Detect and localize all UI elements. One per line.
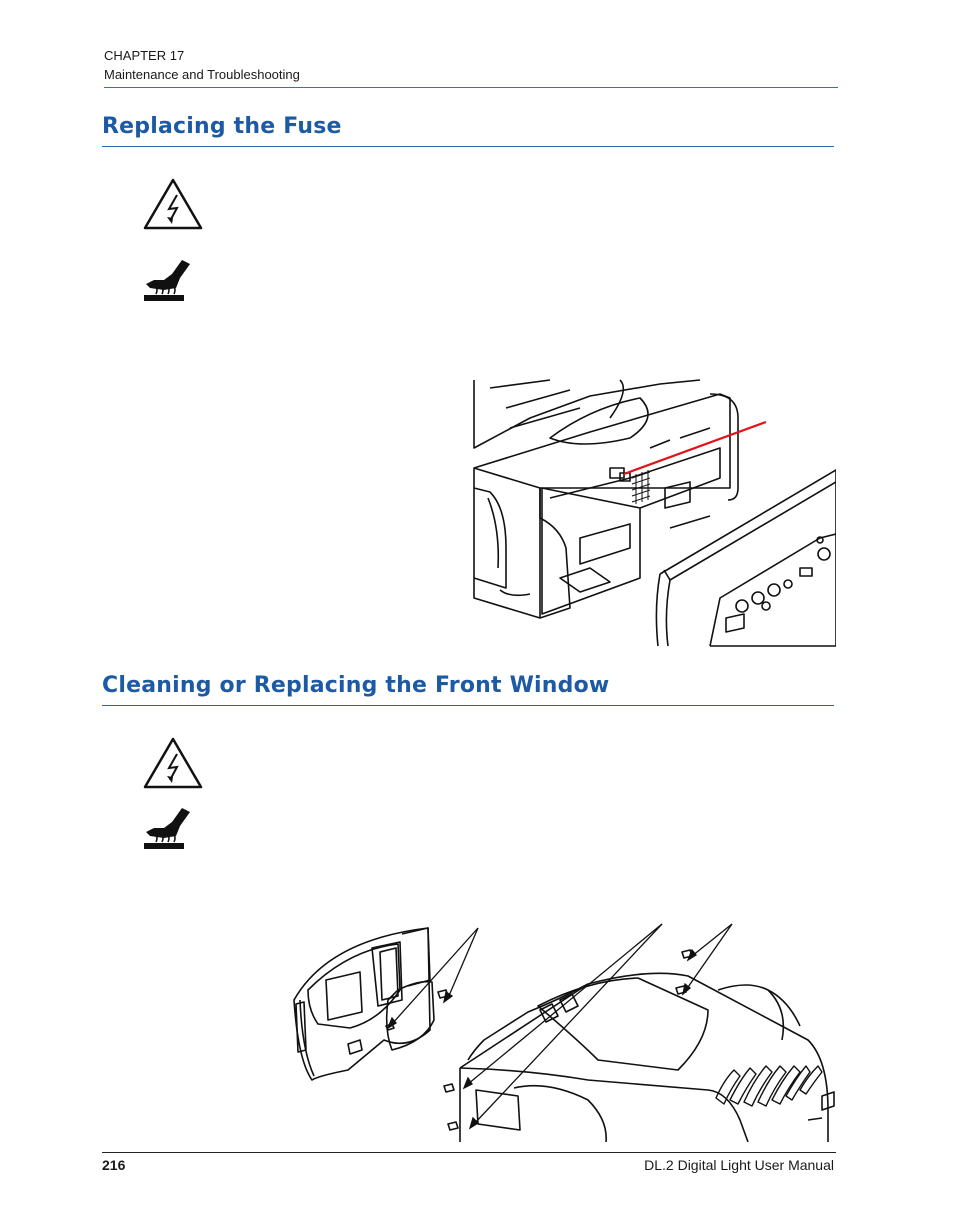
section-rule bbox=[102, 146, 834, 147]
electric-shock-warning-icon bbox=[142, 177, 204, 231]
chapter-title: Maintenance and Troubleshooting bbox=[104, 67, 300, 82]
page-number: 216 bbox=[102, 1157, 126, 1173]
front-window-illustration bbox=[288, 920, 836, 1142]
section-title-replacing-fuse: Replacing the Fuse bbox=[102, 114, 342, 139]
manual-title: DL.2 Digital Light User Manual bbox=[644, 1157, 834, 1173]
footer-rule bbox=[102, 1152, 836, 1153]
hot-surface-warning-icon bbox=[142, 258, 196, 304]
chapter-label: CHAPTER 17 bbox=[104, 48, 185, 63]
electric-shock-warning-icon bbox=[142, 736, 204, 790]
section-rule bbox=[102, 705, 834, 706]
header-rule bbox=[104, 87, 838, 88]
hot-surface-warning-icon bbox=[142, 806, 196, 852]
section-title-front-window: Cleaning or Replacing the Front Window bbox=[102, 673, 610, 698]
fuse-location-illustration bbox=[470, 378, 836, 648]
